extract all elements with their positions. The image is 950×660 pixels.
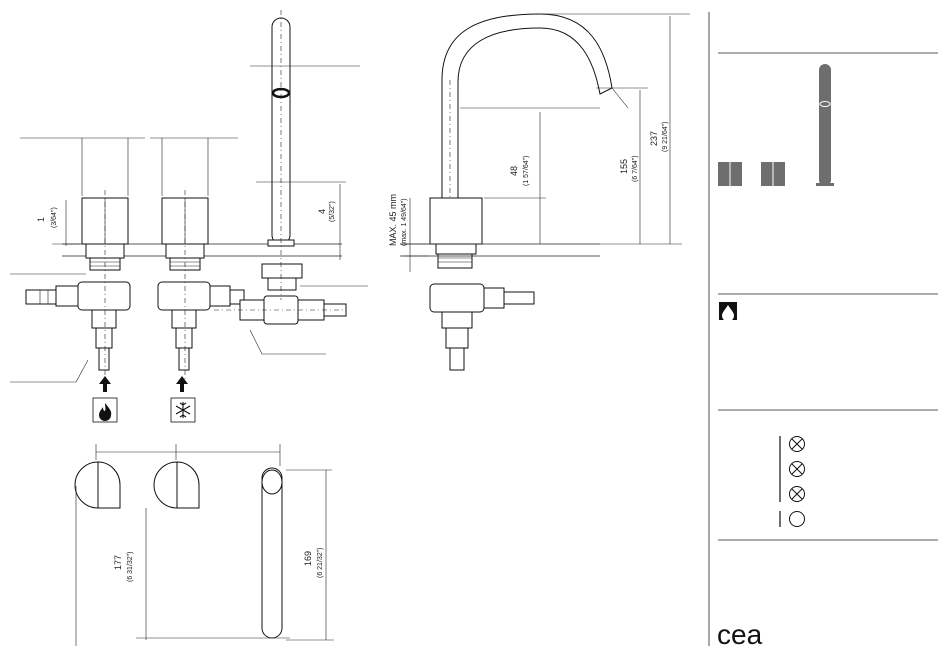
dim-48-label: 48 <box>509 166 519 176</box>
snowflake-icon <box>171 398 195 422</box>
hot-handle-plan <box>75 462 98 508</box>
dim-177-label: 177 <box>113 555 123 570</box>
dim-max-inch-label: (max. 1 49/64") <box>401 198 408 246</box>
crossed-circle-icon <box>790 437 805 452</box>
cold-inlet-arrow <box>176 376 188 392</box>
dim-1-label: 1 <box>36 217 46 222</box>
finish-swatch-spout <box>816 64 834 186</box>
crossed-circle-icon <box>790 462 805 477</box>
front-view: 1 (3/64") 4 (5/32") <box>10 10 368 422</box>
dim-155-inch-label: (6 7/64") <box>632 155 639 182</box>
side-view: MAX. 45 mm (max. 1 49/64") 48 (1 57/64")… <box>388 14 690 370</box>
dim-4-label: 4 <box>317 209 327 214</box>
dim-237-label: 237 <box>649 131 659 146</box>
dim-4-inch-label: (5/32") <box>329 201 336 222</box>
dim-max-label: MAX. 45 mm <box>388 194 398 246</box>
crossed-circle-icon <box>790 487 805 502</box>
dim-1-inch-label: (3/64") <box>51 207 58 228</box>
cea-logo: cea <box>717 619 763 650</box>
flame-icon <box>93 398 117 422</box>
hot-valve-body <box>78 282 130 310</box>
dim-237-inch-label: (9 21/64") <box>662 121 669 152</box>
cold-handle-plan <box>154 462 177 508</box>
dim-48-inch-label: (1 57/64") <box>523 155 530 186</box>
dim-155-label: 155 <box>619 159 629 174</box>
dim-177-inch-label: (6 31/32") <box>127 551 134 582</box>
empty-circle-icon <box>790 512 805 527</box>
dim-169-inch-label: (6 21/32") <box>317 547 324 578</box>
top-view: 177 (6 31/32") 169 (6 21/32") <box>75 444 334 646</box>
dim-169-label: 169 <box>303 551 313 566</box>
water-drop-icon <box>719 302 737 322</box>
spout-body <box>430 198 482 244</box>
cold-valve-body <box>158 282 210 310</box>
info-panel: cea <box>709 12 938 650</box>
hot-inlet-arrow <box>99 376 111 392</box>
